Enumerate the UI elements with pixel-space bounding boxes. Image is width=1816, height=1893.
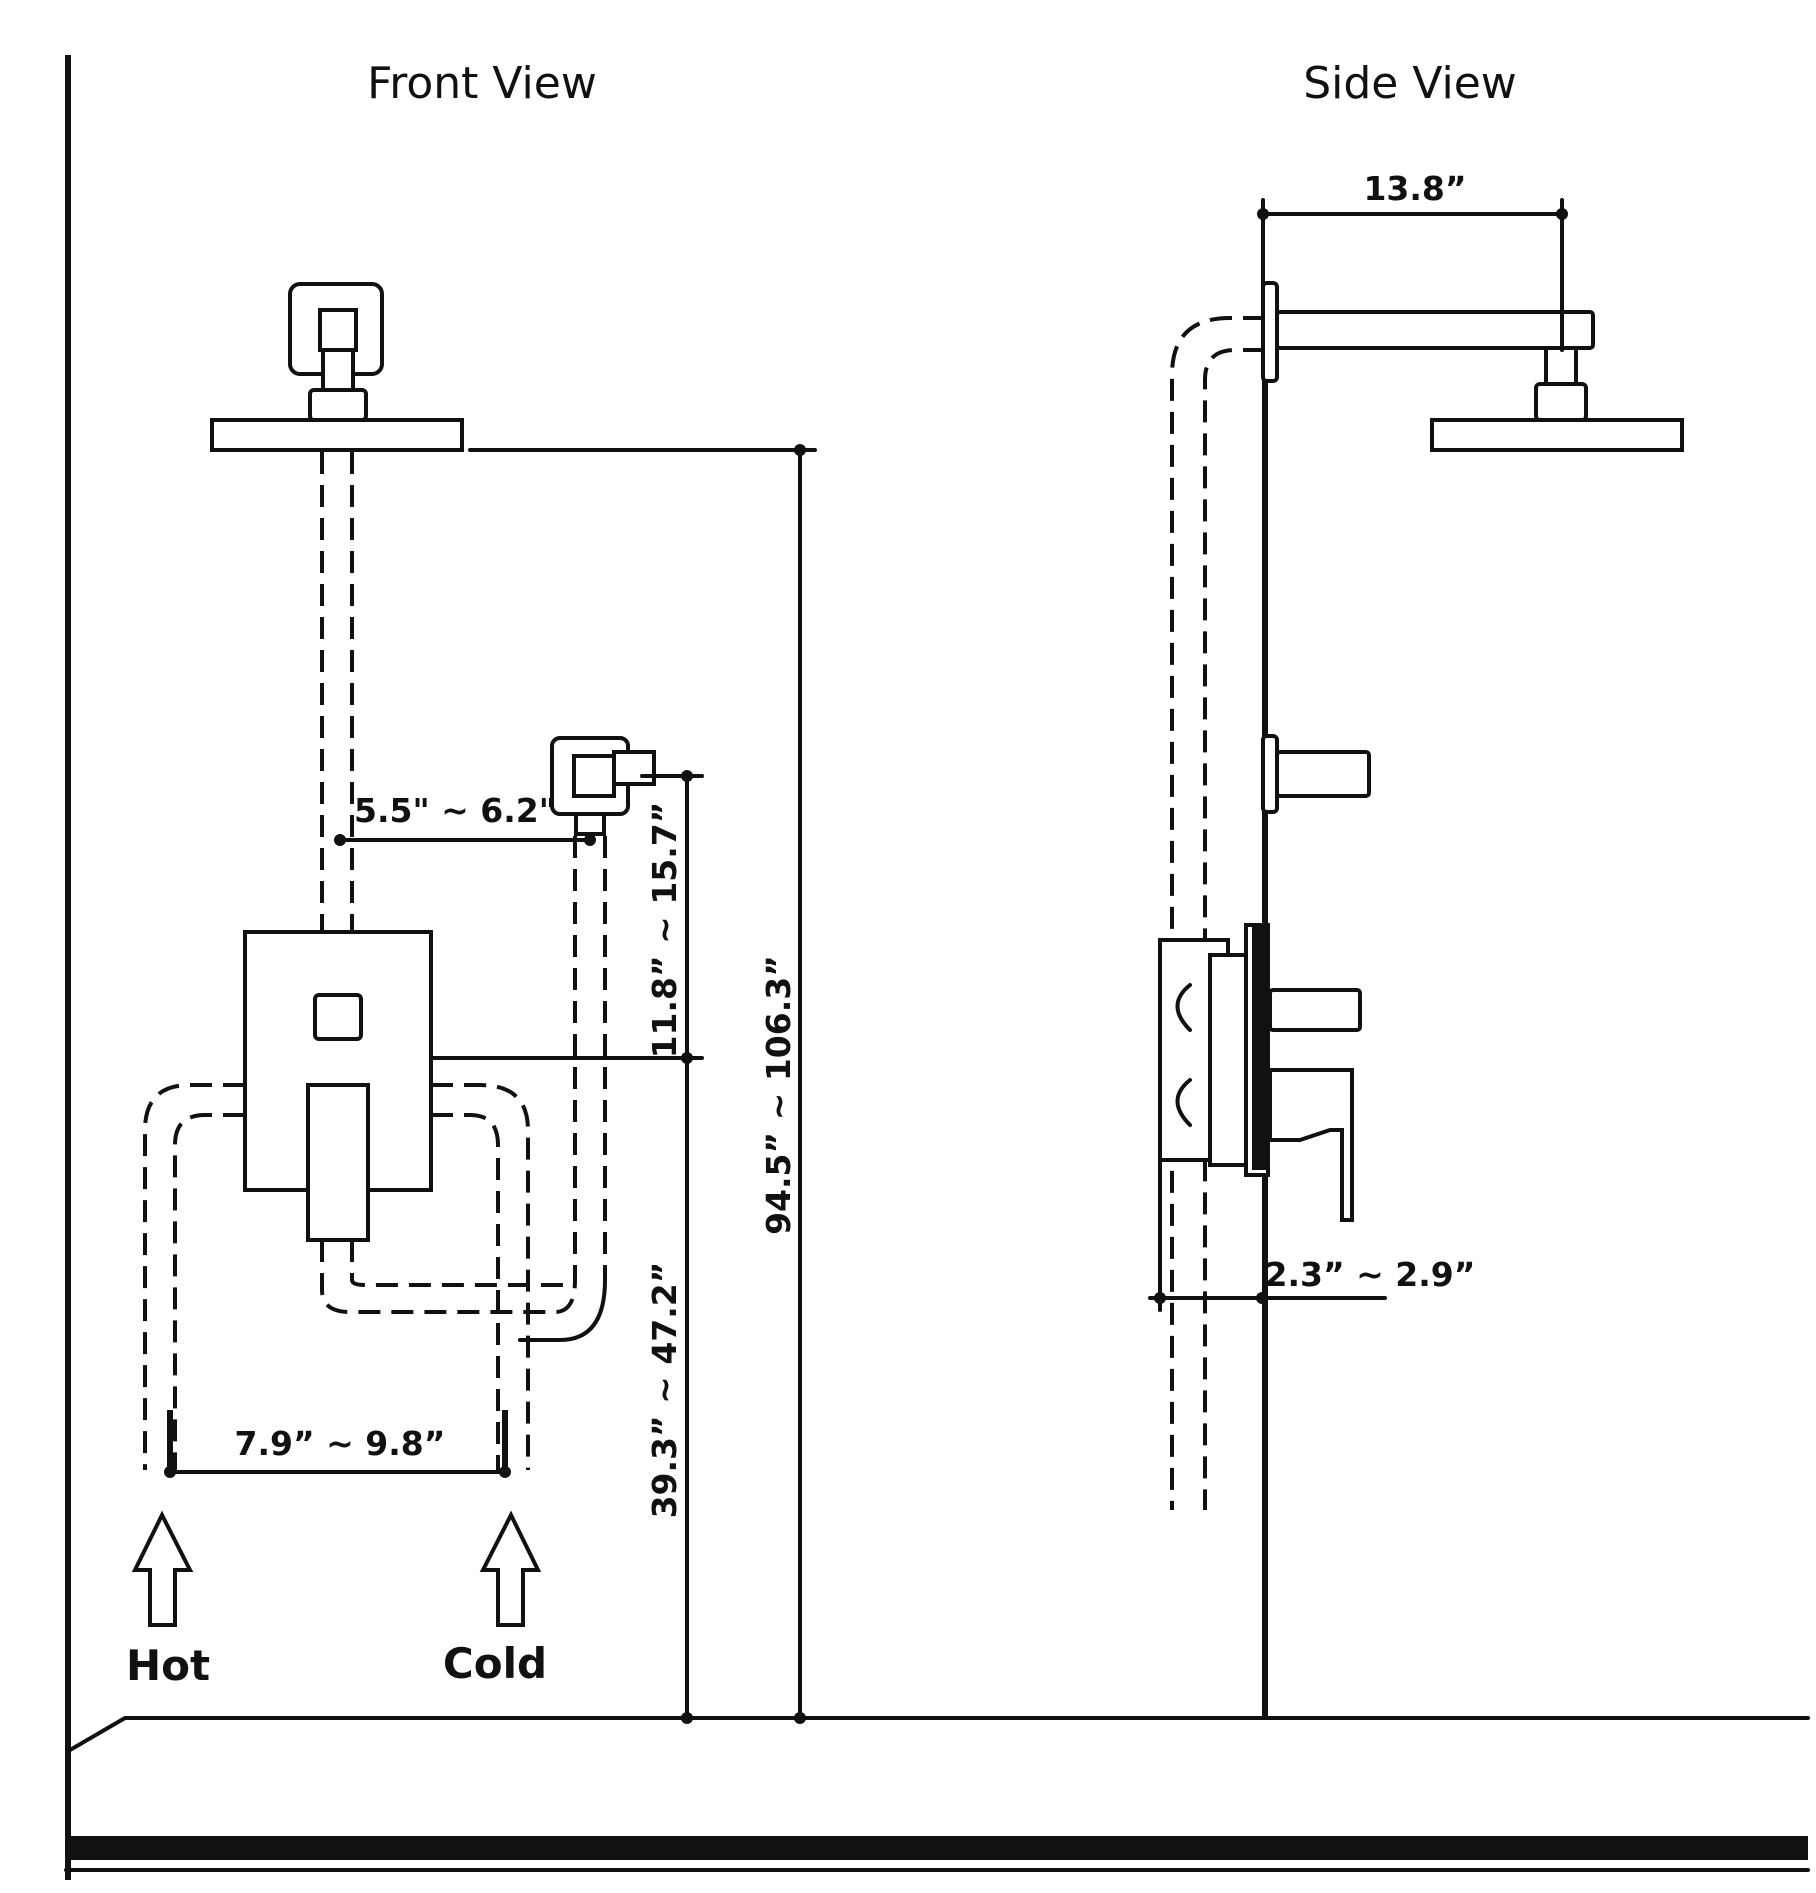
valve-height-dimension (681, 1056, 693, 1724)
valve-height-label: 39.3” ~ 47.2” (645, 1262, 684, 1519)
spout-above-valve-dimension (429, 770, 704, 1064)
side-tub-spout (1261, 734, 1371, 814)
side-view: 13.8” 2.3” ~ 2.9” (1148, 169, 1684, 1718)
showerhead-height-dimension (468, 444, 817, 1724)
head-spout-offset-label: 5.5" ~ 6.2" (354, 791, 556, 830)
front-tub-spout (550, 736, 656, 836)
front-view-title: Front View (367, 58, 597, 109)
arm-length-label: 13.8” (1363, 169, 1466, 208)
spout-above-valve-label: 11.8” ~ 15.7” (645, 802, 684, 1059)
front-view: Hot Cold 7.9” ~ 9.8” 5.5" ~ 6.2" 11.8” ~… (126, 282, 817, 1724)
wall-frame (64, 55, 1810, 1880)
valve-depth-dimension (1148, 1158, 1387, 1312)
arm-length-dimension (1257, 198, 1568, 352)
floor-slab (66, 1836, 1808, 1860)
inlet-spacing-dimension (164, 1410, 511, 1478)
inlet-spacing-label: 7.9” ~ 9.8” (235, 1424, 446, 1463)
hot-label: Hot (126, 1641, 210, 1690)
cold-label: Cold (443, 1639, 547, 1688)
valve-depth-label: 2.3” ~ 2.9” (1265, 1255, 1476, 1294)
head-spout-offset-dimension (334, 834, 596, 846)
side-view-title: Side View (1303, 58, 1517, 109)
front-valve-trim (243, 930, 433, 1242)
showerhead-height-label: 94.5” ~ 106.3” (759, 955, 798, 1235)
front-showerhead (210, 282, 464, 452)
hot-inlet-arrow (131, 1510, 194, 1627)
cold-inlet-arrow (479, 1510, 542, 1627)
side-shower-arm (1261, 281, 1684, 452)
side-valve-body (1158, 923, 1362, 1222)
